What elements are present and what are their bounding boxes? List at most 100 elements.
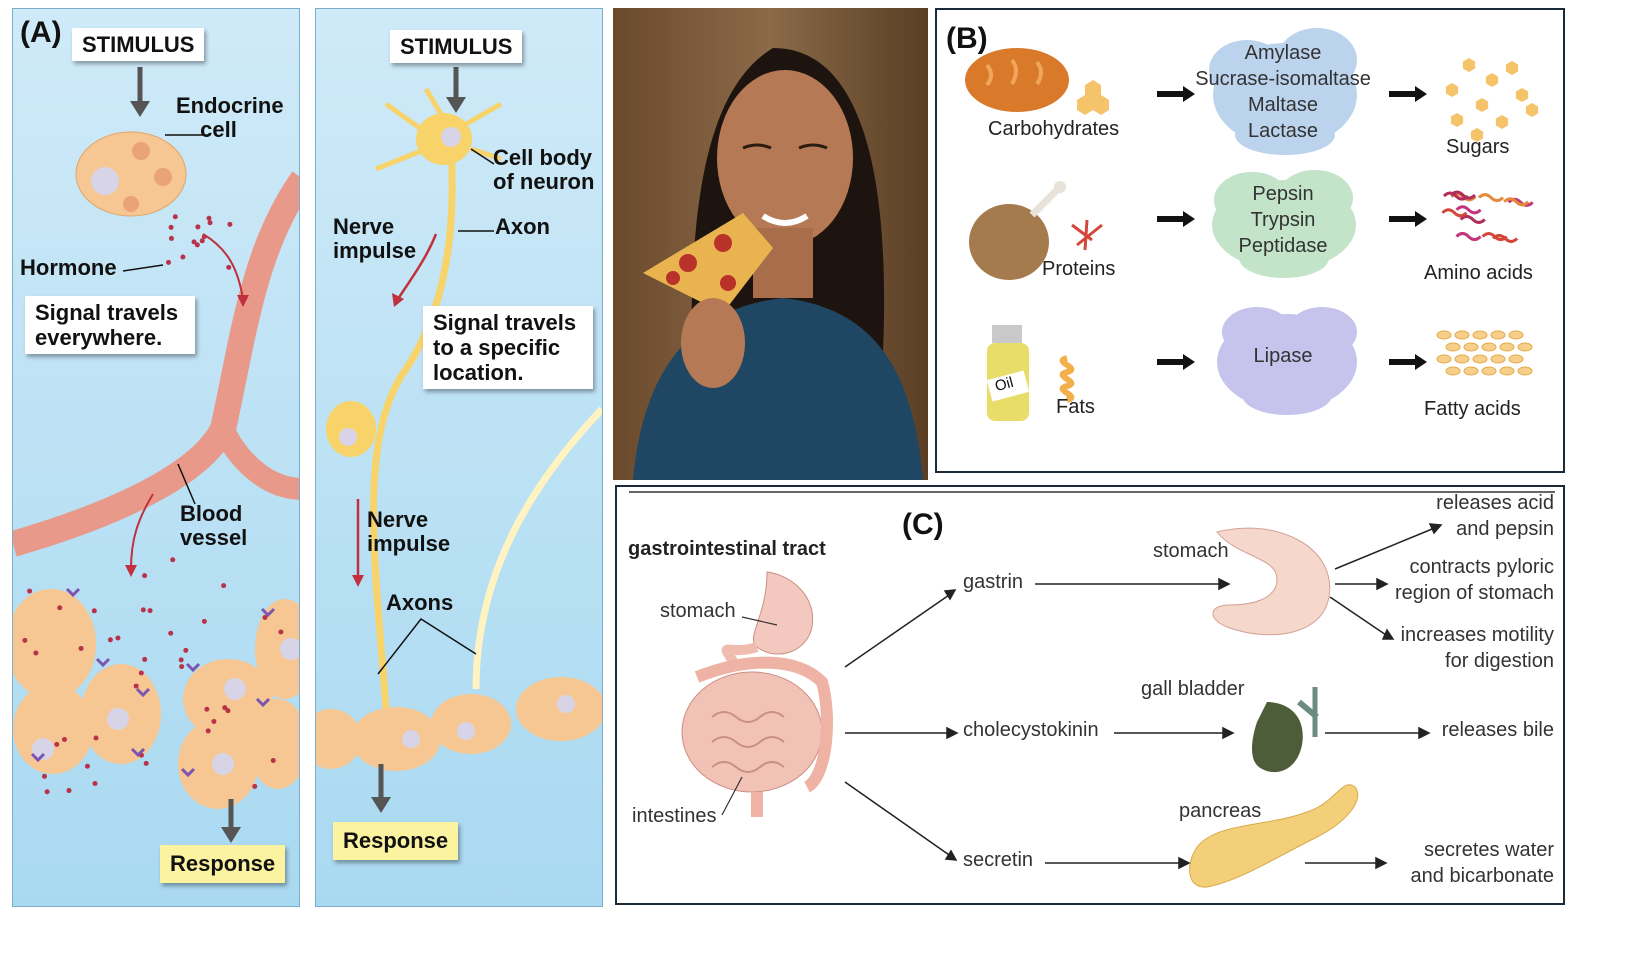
receptor [260, 607, 276, 618]
enzyme-peptidase: Peptidase [1238, 235, 1328, 257]
gi-stomach-label: stomach [660, 600, 736, 622]
hormone-dot [205, 728, 211, 734]
neuron-illustration [316, 67, 602, 813]
effect-line: for digestion [1445, 650, 1554, 672]
receptor [130, 747, 146, 758]
hormone-dot [183, 647, 189, 653]
receptor [180, 767, 196, 778]
amino-acid-strand [1449, 190, 1477, 200]
stimulus-box-left: STIMULUS [72, 28, 205, 61]
enzyme-lactase: Lactase [1247, 120, 1319, 142]
hormone-dot [195, 224, 201, 230]
target-stomach: stomach [1153, 540, 1229, 562]
fatty-acid-molecule [1463, 366, 1479, 376]
hormone-dot [142, 656, 148, 662]
receptor [135, 687, 151, 698]
hormone-dot [278, 629, 284, 635]
effect-line: and bicarbonate [1410, 865, 1554, 887]
hormone-dot [180, 254, 186, 260]
hormone-dot [44, 789, 50, 795]
fatty-acid-molecule [1490, 354, 1506, 364]
fatty-acid-molecule [1481, 342, 1497, 352]
hormone-dot [221, 583, 227, 589]
endocrine-cell-label: Endocrine cell [176, 93, 284, 142]
signal-everywhere-box: Signal travels everywhere. [25, 296, 195, 354]
hormone-cholecystokinin: cholecystokinin [963, 719, 1099, 741]
amino-acid-strand [1459, 214, 1486, 224]
blood-vessel-label: Blood vessel [180, 501, 248, 550]
enzyme-sucrase-isomaltase: Sucrase-isomaltase [1195, 68, 1371, 90]
hormone-dot [165, 259, 171, 265]
endocrine-illustration [13, 67, 299, 843]
product-amino-acids: Amino acids [1424, 262, 1533, 284]
enzymes-carbohydrates: Amylase Sucrase-isomaltase Maltase Lacta… [1193, 40, 1373, 144]
food-proteins: Proteins [1042, 258, 1116, 280]
panel-b-letter: (B) [946, 22, 988, 55]
hormone-dot [270, 757, 276, 763]
product-sugars: Sugars [1446, 136, 1510, 158]
hormone-dot [138, 670, 144, 676]
hormone-dot [204, 706, 210, 712]
signal-specific-box: Signal travels to a specific location. [423, 306, 593, 389]
hormone-dot [179, 664, 185, 670]
fatty-acid-molecule [1517, 366, 1533, 376]
gi-tract-title: gastrointestinal tract [628, 538, 826, 560]
response-box-left: Response [160, 845, 286, 883]
sugar-molecule [1470, 128, 1484, 142]
sugar-molecule [1445, 83, 1459, 97]
photo-illustration [633, 48, 923, 480]
hormone-dot [194, 242, 200, 248]
hormone-dot [54, 741, 60, 747]
food-fats: Fats [1056, 396, 1095, 418]
effect-secretes-water: secretes water and bicarbonate [1411, 837, 1554, 889]
effect-line: secretes water [1423, 839, 1554, 861]
fatty-acid-molecule [1445, 366, 1461, 376]
food-carbohydrates: Carbohydrates [988, 118, 1120, 140]
hormone-dot [22, 637, 28, 643]
hormone-dot [225, 708, 231, 714]
fatty-acid-molecule [1490, 330, 1506, 340]
hormone-dot [61, 736, 67, 742]
sugar-molecule [1450, 113, 1464, 127]
digestion-enzymes-illustration [965, 28, 1539, 421]
response-box-right: Response [333, 822, 459, 860]
sugar-molecule [1505, 61, 1519, 75]
fatty-acid-molecule [1445, 342, 1461, 352]
fatty-acid-molecule [1508, 330, 1524, 340]
hormone-dot [133, 683, 139, 689]
hormone-dot [168, 630, 174, 636]
hormone-dot [78, 645, 84, 651]
hormone-dot [168, 235, 174, 241]
amino-acid-strand [1455, 232, 1482, 242]
hormone-dot [92, 781, 98, 787]
panel-a-left [12, 8, 300, 907]
hormone-secretin: secretin [963, 849, 1034, 871]
sugar-molecule [1515, 88, 1529, 102]
panel-c-letter: (C) [902, 508, 944, 541]
enzyme-maltase: Maltase [1247, 94, 1319, 116]
hormone-dot [84, 763, 90, 769]
effect-line: and pepsin [1456, 518, 1554, 540]
hormone-dot [201, 618, 207, 624]
hormone-dot [168, 224, 174, 230]
cell-body-label: Cell body of neuron [493, 145, 595, 194]
amino-acid-strand [1481, 232, 1508, 242]
fatty-acid-molecule [1463, 342, 1479, 352]
amino-acid-strand [1503, 197, 1530, 207]
fatty-acid-molecule [1472, 354, 1488, 364]
stimulus-box-right: STIMULUS [390, 30, 523, 63]
enzyme-pepsin: Pepsin [1252, 183, 1314, 205]
gi-hormones-illustration [629, 491, 1555, 888]
hormone-dot [33, 650, 39, 656]
hormone-dot [226, 264, 232, 270]
effect-increases-motility: increases motility for digestion [1401, 622, 1554, 674]
hormone-dot [66, 788, 72, 794]
enzyme-trypsin: Trypsin [1250, 209, 1316, 231]
hormone-dot [147, 608, 153, 614]
effect-line: releases bile [1441, 719, 1554, 741]
panel-b [935, 8, 1565, 473]
product-fatty-acids: Fatty acids [1424, 398, 1521, 420]
hormone-gastrin: gastrin [963, 571, 1024, 593]
hormone-dot [172, 214, 178, 220]
effect-line: releases acid [1436, 492, 1554, 514]
